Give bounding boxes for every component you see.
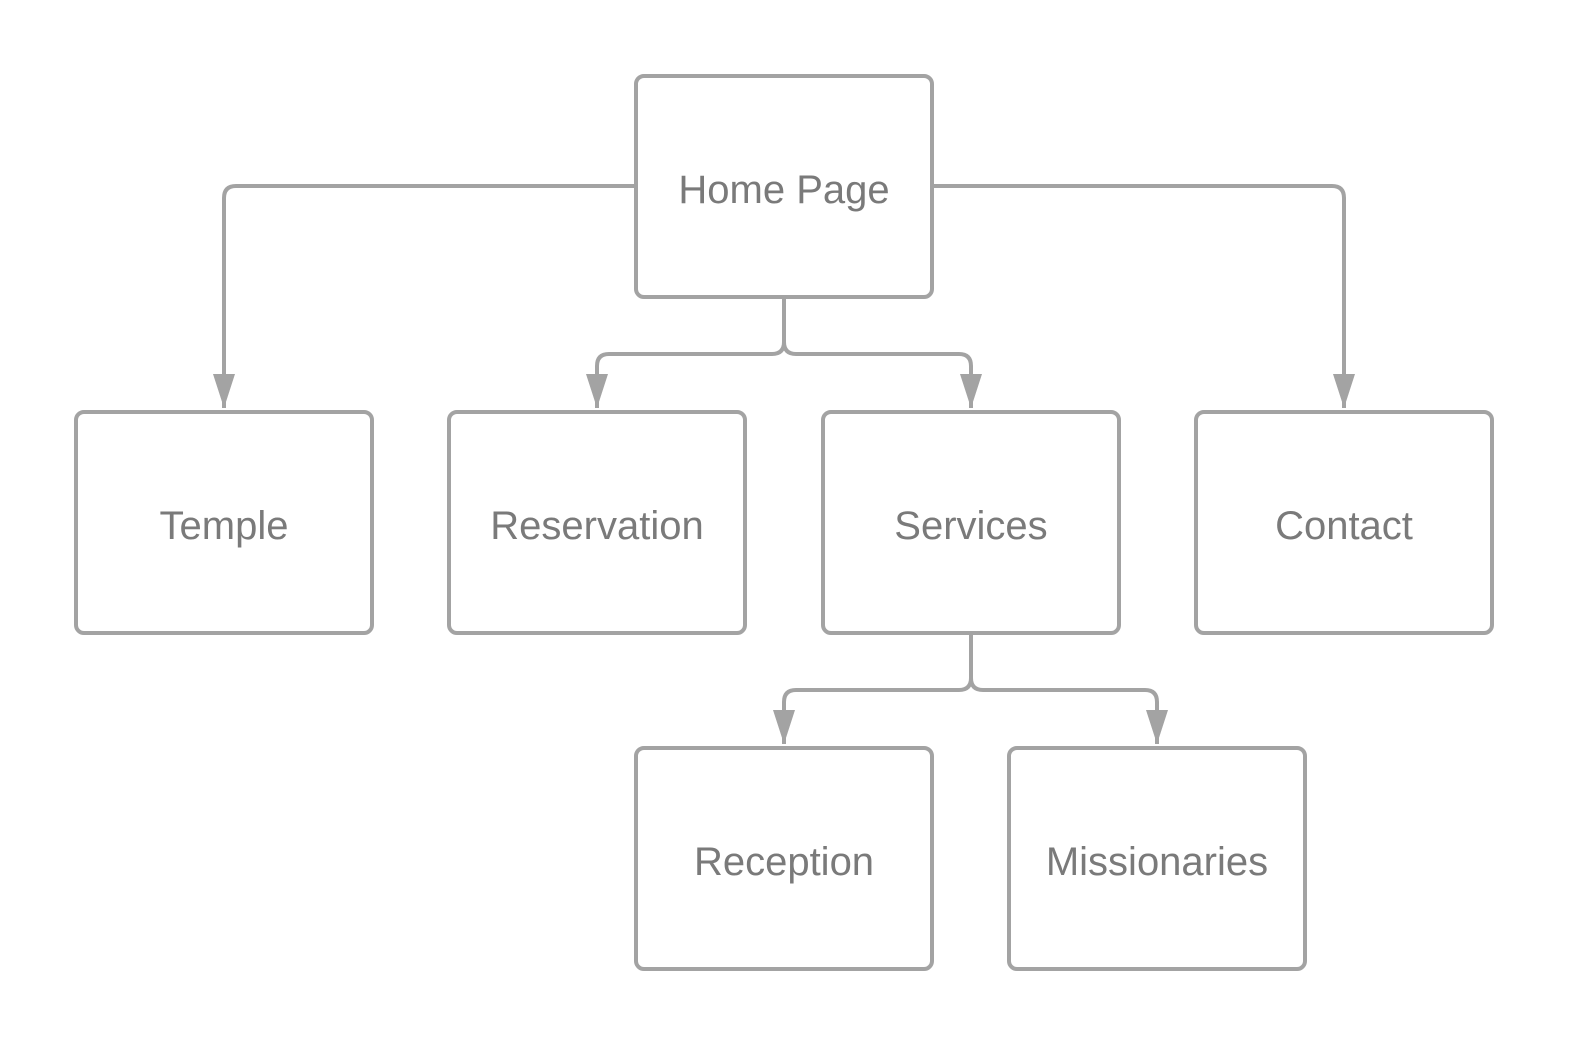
edge-home-to-contact [934,184,1346,408]
edge-home-to-reservation [595,299,786,408]
arrowhead-missionaries-icon [1146,710,1168,744]
arrowhead-services-icon [960,374,982,408]
node-label: Services [894,504,1048,548]
node-label: Reception [693,840,875,884]
node-label: Home Page [678,168,890,212]
edge-services-to-reception [782,635,973,744]
node-reservation: Reservation [447,410,747,635]
node-contact: Contact [1194,410,1494,635]
edge-services-to-missionaries [969,635,1159,744]
arrowhead-contact-icon [1333,374,1355,408]
node-label: Reservation [490,504,704,548]
edge-home-to-temple [222,184,634,408]
edge-home-to-services [782,299,973,408]
node-missionaries: Missionaries [1007,746,1307,971]
node-temple: Temple [74,410,374,635]
node-label: Temple [159,504,289,548]
node-label: Contact [1275,504,1413,548]
arrowhead-reception-icon [773,710,795,744]
arrowhead-temple-icon [213,374,235,408]
arrowhead-reservation-icon [586,374,608,408]
node-home-page: Home Page [634,74,934,299]
node-label: Missionaries [1045,840,1269,884]
node-services: Services [821,410,1121,635]
node-reception: Reception [634,746,934,971]
